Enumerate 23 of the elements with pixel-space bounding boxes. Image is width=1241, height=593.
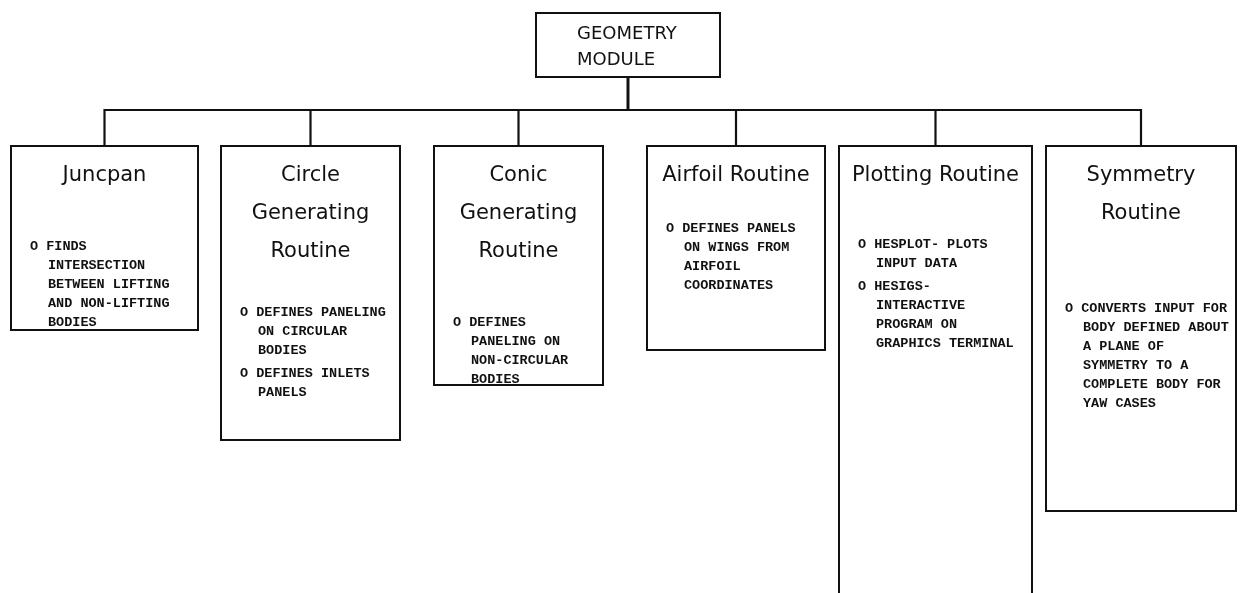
bullet-text: O HESIGS- INTERACTIVE PROGRAM ON GRAPHICS TERMINAL [857,278,1015,353]
box-title: Plotting Routine [850,161,1021,188]
routine-box [1045,145,1237,512]
bullet-text: O DEFINES INLETS PANELS [239,365,371,402]
module-box [535,12,721,78]
box-title: GEOMETRY MODULE [577,21,678,71]
bullet-text: O DEFINES PANELING ON CIRCULAR BODIES [239,304,387,360]
bullet-text: O DEFINES PANELS ON WINGS FROM AIRFOIL COORDINATES [665,220,797,295]
box-title: Circle Generating Routine [250,161,371,264]
box-title: Symmetry Routine [1085,161,1197,226]
bullet-text: O DEFINES PANELING ON NON-CIRCULAR BODIES [452,314,570,389]
bullet-text: O FINDS INTERSECTION BETWEEN LIFTING AND NON-LIFTING BODIES [29,238,171,332]
bullet-text: O CONVERTS INPUT FOR BODY DEFINED ABOUT A PLANE OF SYMMETRY TO A COMPLETE BODY FOR YAW CASES [1064,300,1229,413]
routine-box [433,145,604,386]
bullet-text: O HESPLOT- PLOTS INPUT DATA [857,236,989,273]
routine-box [646,145,826,351]
connector-line [626,78,1143,145]
routine-box [838,145,1033,593]
box-title: Airfoil Routine [661,161,811,188]
box-title: Conic Generating Routine [458,161,579,264]
routine-box [10,145,199,331]
box-title: Juncpan [60,161,148,188]
routine-box [220,145,401,441]
